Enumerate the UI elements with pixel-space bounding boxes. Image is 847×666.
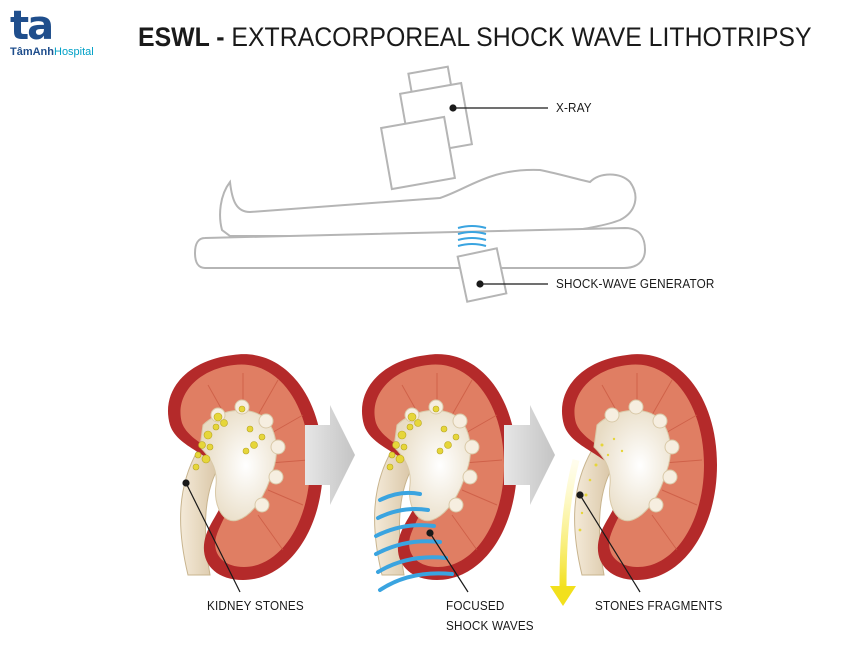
label-fragments: STONES FRAGMENTS: [595, 598, 723, 613]
bottom-leaders: [182, 479, 641, 593]
label-shock-waves: SHOCK WAVES: [446, 618, 534, 633]
patient-table-scene: [193, 65, 647, 303]
stone-fragments-illustration: [561, 353, 718, 581]
progress-arrow-1: [305, 405, 355, 505]
patient-body: [219, 168, 637, 237]
xray-device: [379, 65, 474, 191]
logo-mark: ta: [10, 3, 54, 49]
label-focused: FOCUSED: [446, 598, 505, 613]
title-text: EXTRACORPOREAL SHOCK WAVE LITHOTRIPSY: [224, 22, 812, 52]
label-kidney-stones: KIDNEY STONES: [207, 598, 304, 613]
focused-waves-illustration: [361, 353, 518, 581]
hospital-logo: ta TâmAnhHospital: [8, 6, 108, 64]
logo-name-a: TâmAnh: [10, 46, 54, 58]
table: [193, 226, 647, 269]
label-generator: SHOCK-WAVE GENERATOR: [556, 276, 715, 291]
logo-name-b: Hospital: [54, 46, 94, 58]
generator-waves: [457, 225, 487, 247]
generator-device: [456, 247, 508, 303]
fragment-flow-arrow: [550, 459, 580, 606]
progress-arrow-2: [504, 405, 555, 505]
page-title: ESWL - EXTRACORPOREAL SHOCK WAVE LITHOTR…: [138, 22, 812, 52]
kidney-stones-illustration: [167, 353, 324, 581]
title-bold: ESWL -: [138, 22, 225, 52]
label-xray: X-RAY: [556, 100, 592, 115]
shock-waves: [374, 490, 454, 592]
top-leaders: [449, 104, 548, 288]
logo-name: TâmAnhHospital: [10, 46, 94, 58]
